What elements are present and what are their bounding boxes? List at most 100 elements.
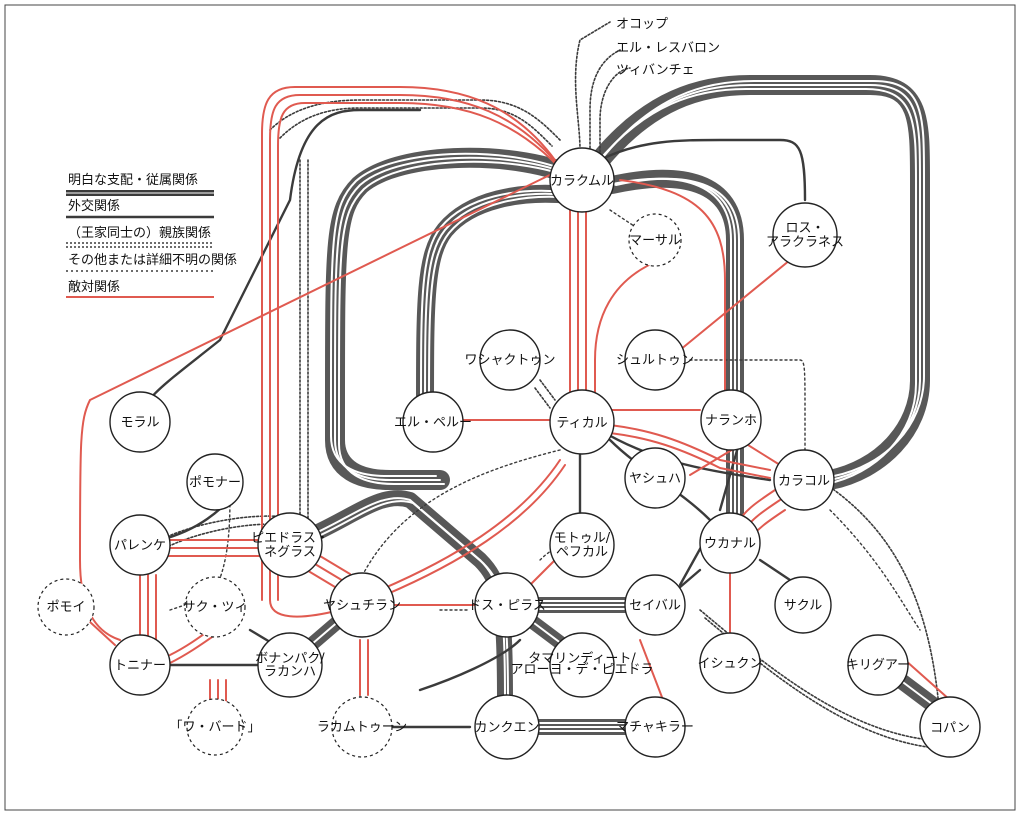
node-circle <box>331 696 393 758</box>
legend-item-hostile: 敵対関係 <box>66 279 214 298</box>
node-piedras: ピエドラス・ネグラス <box>251 512 329 578</box>
node-circle <box>37 578 95 636</box>
node-circle <box>109 514 171 576</box>
legend: 明白な支配・従属関係 外交関係 （王家同士の）親族関係 その他または詳細不明の関… <box>66 172 237 298</box>
node-label: ポモナー <box>189 476 241 491</box>
node-label: ワシャクトゥン <box>464 353 555 368</box>
node-cancuen: カンクエン <box>474 694 540 760</box>
node-circle <box>624 696 686 758</box>
node-elperu: エル・ペルー <box>394 391 472 453</box>
node-tamarindito: タマリンディート/アローヨ・デ・ピエドラ <box>510 632 654 698</box>
node-copan: コパン <box>919 696 981 758</box>
node-quirigua: キリグアー <box>846 634 910 696</box>
node-circle <box>624 447 686 509</box>
legend-label: その他または詳細不明の関係 <box>68 252 237 268</box>
node-ixkun: イシュクン <box>697 632 763 694</box>
node-label: ボナンパク/ <box>255 651 325 666</box>
node-dospilas: ドス・ピラス <box>468 572 546 638</box>
node-label: コパン <box>930 721 970 736</box>
node-label: ネグラス <box>264 545 316 560</box>
node-label: サクル <box>784 599 823 614</box>
node-caracol: カラコル <box>773 449 835 511</box>
node-circle <box>700 389 762 451</box>
node-circle <box>329 572 395 638</box>
node-label: ナランホ <box>705 414 757 429</box>
node-pomoy: ポモイ <box>37 578 95 636</box>
node-circle <box>699 632 761 694</box>
node-label: 「ワ・バード」 <box>169 720 260 735</box>
node-label: キリグアー <box>846 658 910 673</box>
node-label: マチャキラー <box>616 720 694 735</box>
node-calakmul: カラクムル <box>549 147 615 213</box>
node-seibal: セイバル <box>624 574 686 636</box>
node-losalacranes: ロス・アラクラネス <box>766 202 844 268</box>
node-moral: モラル <box>109 391 171 453</box>
node-label: アローヨ・デ・ピエドラ <box>510 662 653 678</box>
node-label: マーサル <box>629 234 681 249</box>
node-palenque: パレンケ <box>109 514 171 576</box>
legend-label: 外交関係 <box>68 198 120 214</box>
node-circle <box>474 694 540 760</box>
kinship-links <box>159 21 941 749</box>
node-circle <box>109 634 171 696</box>
node-circle <box>847 634 909 696</box>
node-yaxha: ヤシュハ <box>624 447 686 509</box>
legend-item-diplomacy: 外交関係 <box>66 198 214 219</box>
node-circle <box>919 696 981 758</box>
dominance-links <box>292 75 948 735</box>
legend-label: 明白な支配・従属関係 <box>68 172 198 188</box>
node-ucanal: ウカナル <box>699 512 761 574</box>
node-circle <box>479 329 541 391</box>
node-circle <box>699 512 761 574</box>
node-wabaj: 「ワ・バード」 <box>169 698 261 756</box>
node-label: カラクムル <box>550 174 614 189</box>
node-circle <box>773 449 835 511</box>
node-label: エル・ペルー <box>394 416 472 431</box>
frame-border <box>4 4 1016 811</box>
node-label: カラコル <box>778 474 830 489</box>
node-xultun: シュルトゥン <box>616 329 694 391</box>
node-label: イシュクン <box>697 657 762 672</box>
node-masal: マーサル <box>628 213 682 267</box>
node-circle <box>186 698 244 756</box>
node-circle <box>549 632 615 698</box>
node-label: ティカル <box>556 416 607 431</box>
node-label: ヤシュチラン <box>323 599 401 614</box>
node-motul: モトゥル/ペフカル <box>549 512 615 578</box>
legend-item-dominance: 明白な支配・従属関係 <box>66 172 214 196</box>
node-circle <box>549 147 615 213</box>
node-tikal: ティカル <box>549 389 615 455</box>
hostile-links <box>79 86 951 711</box>
node-circle <box>109 391 171 453</box>
node-circle <box>774 576 832 634</box>
node-circle <box>402 391 464 453</box>
external-labels: オコップ エル・レスバロン ツィバンチェ <box>616 17 720 78</box>
node-label: ヤシュハ <box>629 472 681 487</box>
node-uaxactun: ワシャクトゥン <box>464 329 556 391</box>
node-naranjo: ナランホ <box>700 389 762 451</box>
node-circle <box>628 213 682 267</box>
node-label: アラクラネス <box>766 235 844 250</box>
node-circle <box>549 512 615 578</box>
node-machaquila: マチャキラー <box>616 696 694 758</box>
legend-label: （王家同士の）親族関係 <box>68 225 211 241</box>
legend-item-kinship: （王家同士の）親族関係 <box>66 225 214 248</box>
node-label: ラカムトゥーン <box>317 720 407 735</box>
node-yaxchilan: ヤシュチラン <box>323 572 401 638</box>
external-label-el-resbalon: エル・レスバロン <box>616 41 720 56</box>
node-circle <box>624 329 686 391</box>
node-label: モラル <box>120 416 159 431</box>
node-circle <box>772 202 838 268</box>
node-sacul: サクル <box>774 576 832 634</box>
node-circle <box>549 389 615 455</box>
node-label: トニナー <box>114 659 166 674</box>
node-label: タマリンディート/ <box>528 651 636 667</box>
node-label: パレンケ <box>114 539 166 554</box>
legend-label: 敵対関係 <box>68 279 120 295</box>
node-label: ロス・ <box>785 221 824 236</box>
node-label: モトゥル/ <box>554 531 611 546</box>
node-label: カンクエン <box>474 721 539 736</box>
